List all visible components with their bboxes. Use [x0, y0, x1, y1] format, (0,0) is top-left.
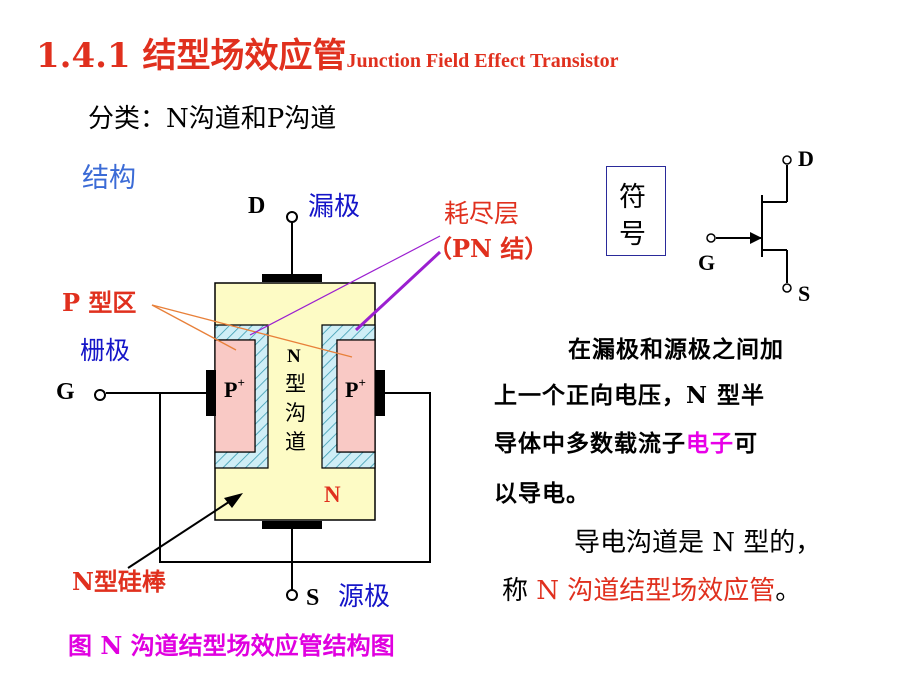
conclusion-line-2: 称 N 沟道结型场效应管。 — [502, 570, 801, 607]
structure-heading: 结构 — [82, 163, 136, 194]
paragraph-line-1: 在漏极和源极之间加 — [568, 336, 784, 363]
conclusion-line-1: 导电沟道是 N 型的， — [574, 528, 822, 558]
drain-label: 漏极 — [308, 192, 360, 222]
gate-electrode-left — [206, 370, 216, 416]
p-region-label: P 型区 — [62, 288, 136, 317]
gate-electrode-right — [375, 370, 385, 416]
gate-label: 栅极 — [80, 336, 130, 365]
title-en: Junction Field Effect Transistor — [346, 50, 619, 72]
symbol-title-box: 符 号 — [606, 166, 666, 256]
channel-char-4: 道 — [285, 430, 306, 454]
title-cn: 结型场效应管 — [142, 36, 347, 76]
p-region-left — [214, 339, 256, 453]
gate-terminal — [94, 389, 106, 401]
page-title: 1.4.1 结型场效应管Junction Field Effect Transi… — [36, 28, 619, 77]
symbol-title-bottom: 号 — [619, 219, 646, 250]
paragraph-line-2: 上一个正向电压，N 型半 — [494, 382, 766, 409]
gate-letter: G — [56, 379, 75, 405]
jfet-symbol — [716, 165, 788, 283]
paragraph-line-3a: 导体中多数载流子 — [494, 430, 686, 457]
p-plus-left-label: P+ — [224, 375, 245, 402]
symbol-source-terminal — [782, 283, 792, 293]
symbol-d-label: D — [798, 146, 814, 171]
symbol-s-label: S — [798, 281, 810, 306]
symbol-g-label: G — [698, 250, 715, 275]
source-terminal — [286, 589, 298, 601]
conclusion-line-2c: 。 — [775, 576, 802, 606]
classification-text: 分类：N沟道和P沟道 — [88, 104, 337, 134]
channel-char-3: 沟 — [285, 401, 306, 425]
depletion-pointer-thin — [249, 235, 441, 336]
silicon-rod-label: N型硅棒 — [72, 567, 167, 596]
drain-terminal — [286, 211, 298, 223]
symbol-title-top: 符 — [619, 182, 646, 213]
depletion-label: 耗尽层 — [444, 199, 519, 228]
channel-char-1: N — [287, 346, 301, 367]
symbol-gate-arrow — [750, 232, 762, 244]
source-label: 源极 — [338, 582, 390, 612]
paragraph-line-3: 导体中多数载流子电子可 — [494, 424, 758, 458]
source-electrode — [262, 521, 322, 529]
conclusion-highlight: N 沟道结型场效应管 — [536, 576, 776, 606]
paragraph-line-3c: 可 — [734, 430, 758, 457]
silicon-rod-arrowhead — [224, 493, 243, 508]
symbol-drain-terminal — [782, 155, 792, 165]
drain-letter: D — [248, 193, 265, 219]
conclusion-line-2a: 称 — [502, 576, 537, 606]
silicon-rod-pointer — [127, 495, 239, 569]
depletion-pointer-thick — [354, 250, 442, 332]
n-body-label: N — [324, 482, 341, 507]
title-number: 1.4.1 — [36, 36, 131, 76]
drain-electrode — [262, 274, 322, 282]
paragraph-line-4: 以导电。 — [494, 480, 590, 507]
pn-junction-label: （PN 结） — [428, 234, 548, 263]
figure-caption: 图 N 沟道结型场效应管结构图 — [68, 631, 395, 660]
symbol-gate-terminal — [706, 233, 716, 243]
channel-char-2: 型 — [285, 372, 306, 396]
p-plus-right-label: P+ — [345, 375, 366, 402]
paragraph-electron: 电子 — [686, 430, 734, 457]
source-letter: S — [306, 585, 319, 611]
